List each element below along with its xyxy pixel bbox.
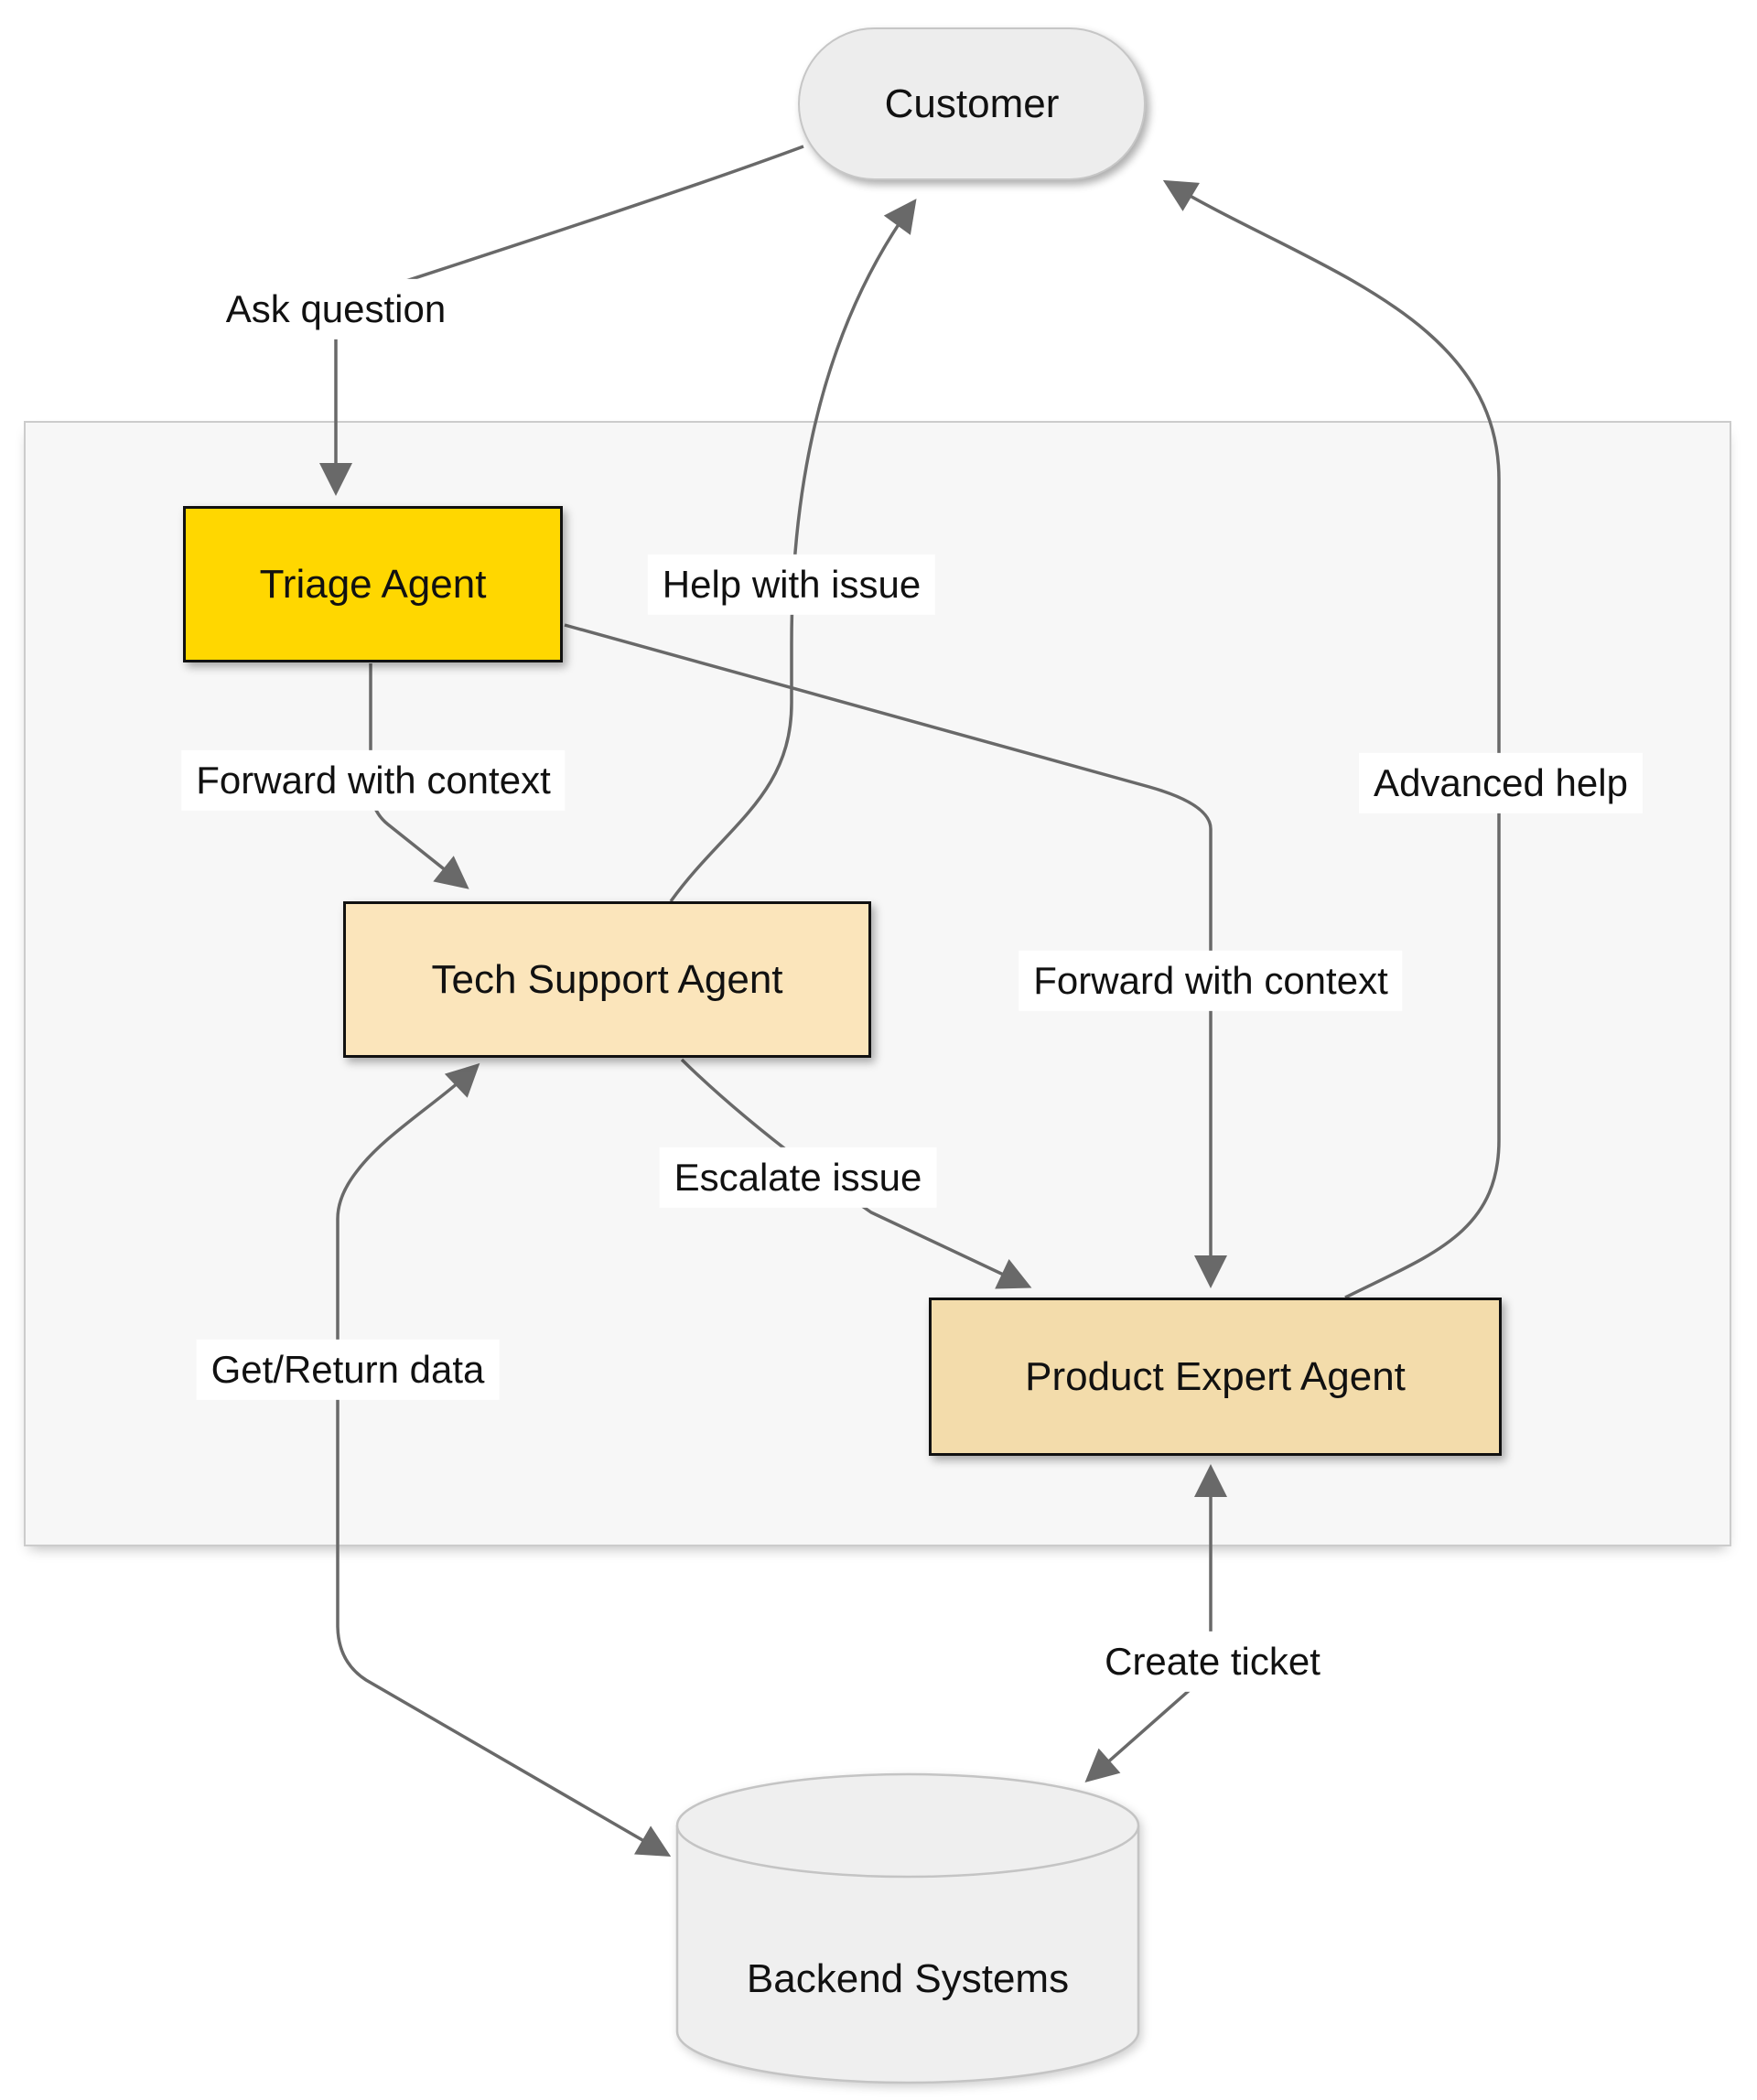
edge-label-advanced-help: Advanced help: [1359, 752, 1643, 814]
node-triage-agent: Triage Agent: [183, 506, 563, 662]
edge-label-ask-question: Ask question: [210, 278, 461, 340]
cylinder-shape: [675, 1772, 1140, 2084]
node-tech-support-agent-label: Tech Support Agent: [431, 956, 783, 1002]
node-tech-support-agent: Tech Support Agent: [343, 901, 871, 1058]
node-triage-agent-label: Triage Agent: [259, 561, 487, 607]
edge-help-with-issue: [669, 199, 917, 903]
edge-forward-with-context-right: [564, 623, 1227, 1288]
edge-label-forward-with-context-right: Forward with context: [1019, 950, 1403, 1012]
edge-label-create-ticket: Create ticket: [1090, 1631, 1335, 1693]
cylinder-body: [675, 1825, 1140, 2084]
node-product-expert-agent: Product Expert Agent: [929, 1298, 1502, 1456]
edge-create-ticket: [1084, 1464, 1227, 1782]
edge-label-forward-with-context-left: Forward with context: [181, 749, 566, 812]
node-customer: Customer: [798, 27, 1146, 180]
edge-label-help-with-issue: Help with issue: [647, 554, 936, 616]
edge-label-escalate-issue: Escalate issue: [659, 1147, 937, 1209]
edge-label-get-return-data: Get/Return data: [196, 1339, 500, 1401]
edge-get-return-data: [336, 1062, 672, 1858]
node-product-expert-agent-label: Product Expert Agent: [1025, 1353, 1406, 1399]
node-backend-systems: Backend Systems: [674, 1771, 1141, 2086]
cylinder-top: [675, 1772, 1140, 1879]
node-customer-label: Customer: [884, 81, 1060, 126]
edge-advanced-help: [1162, 179, 1501, 1299]
node-backend-systems-label: Backend Systems: [746, 1955, 1070, 2001]
